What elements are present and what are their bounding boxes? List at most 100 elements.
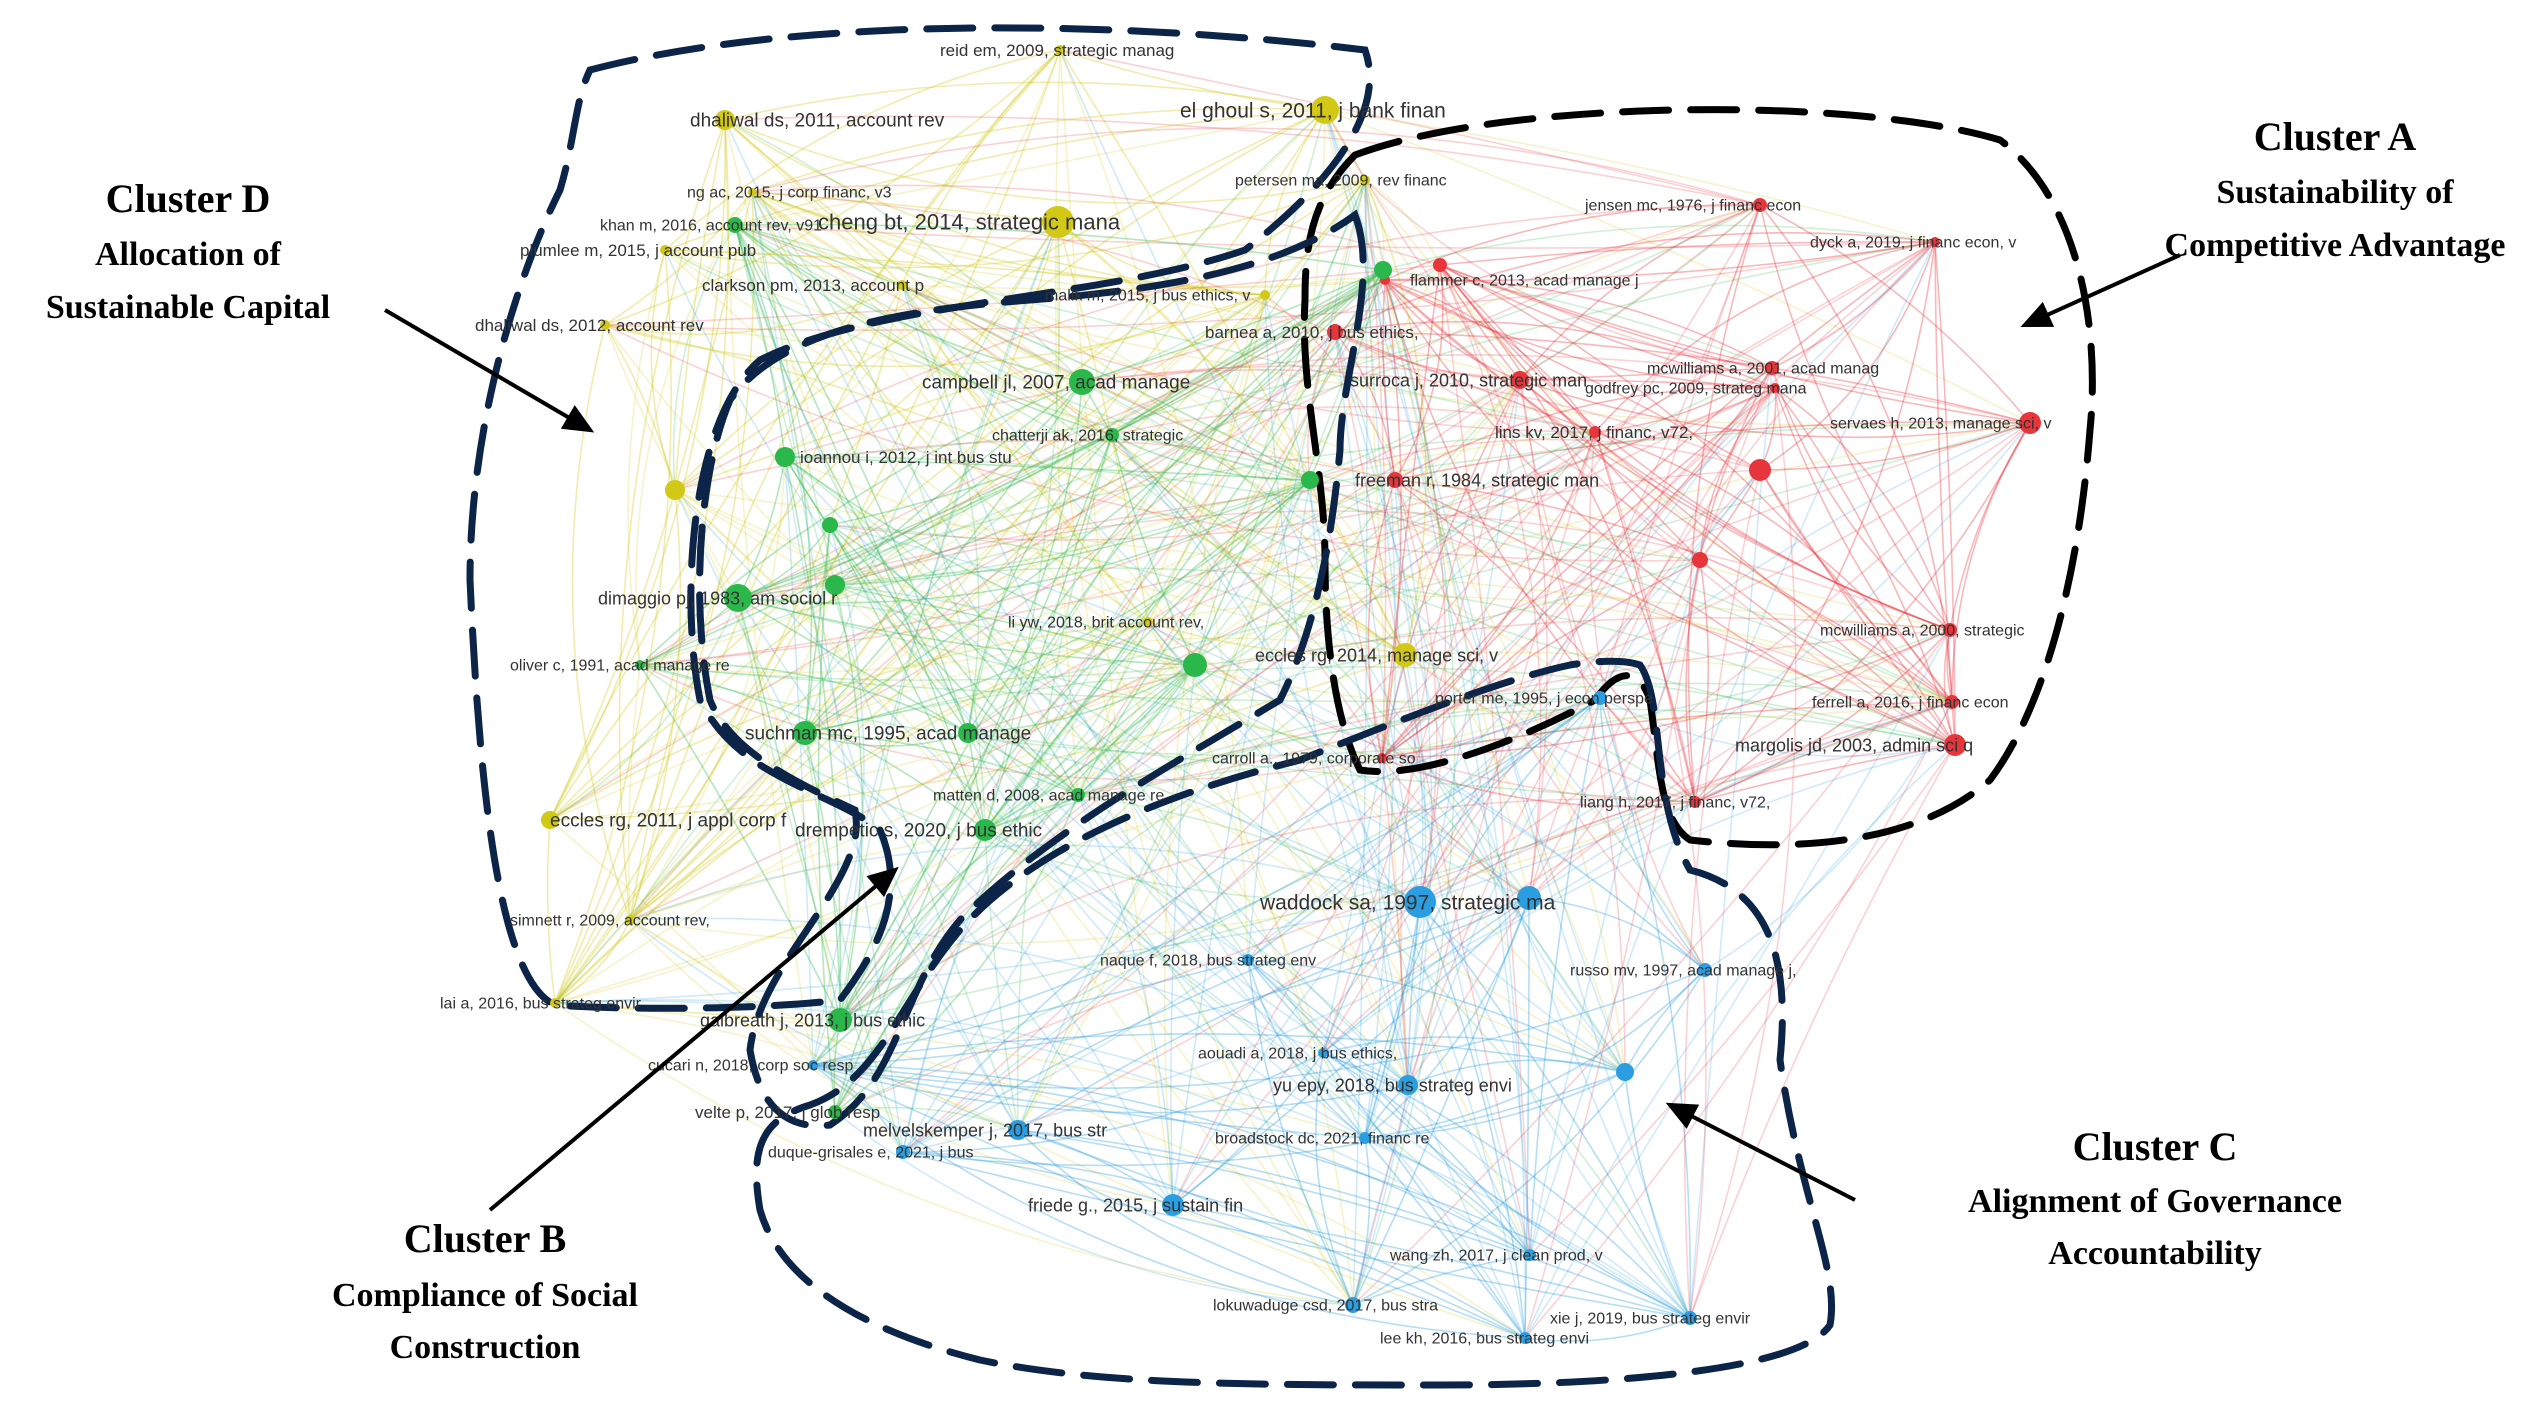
node-57-cluster-b[interactable] <box>1374 261 1392 279</box>
node-5-cluster-d[interactable] <box>660 245 670 255</box>
node-3-cluster-d[interactable] <box>748 188 756 196</box>
node-17-cluster-a[interactable] <box>2019 412 2041 434</box>
node-46-cluster-c[interactable] <box>1398 1075 1418 1095</box>
cluster-d-subtitle-line2: Sustainable Capital <box>46 289 330 326</box>
edge-278 <box>1419 422 2031 903</box>
node-13-cluster-a[interactable] <box>1753 198 1767 212</box>
node-29-cluster-c[interactable] <box>1593 691 1607 705</box>
node-8-cluster-d[interactable] <box>897 280 907 290</box>
node-32-cluster-b[interactable] <box>793 721 817 745</box>
edge-44 <box>1324 109 1526 1339</box>
edge-88 <box>734 224 1311 481</box>
node-48-cluster-c[interactable] <box>1008 1120 1028 1140</box>
edge-569 <box>812 1033 1626 1073</box>
node-23-cluster-a[interactable] <box>1387 472 1403 488</box>
edge-283 <box>1439 264 2031 424</box>
node-31-cluster-a[interactable] <box>1944 734 1966 756</box>
node-53-cluster-c[interactable] <box>1345 1297 1361 1313</box>
node-27-cluster-b[interactable] <box>635 660 645 670</box>
node-44-cluster-c[interactable] <box>808 1060 818 1070</box>
edge-612 <box>1170 664 1196 1206</box>
node-55-cluster-c[interactable] <box>1519 1332 1531 1344</box>
edge-352 <box>1394 479 1956 746</box>
edge-22 <box>618 119 726 921</box>
edge-302 <box>1381 431 1596 759</box>
edge-515 <box>829 524 986 831</box>
node-33-cluster-a[interactable] <box>1377 753 1387 763</box>
node-label-36: eccles rg, 2011, j appl corp f <box>550 811 787 832</box>
node-63-cluster-b[interactable] <box>825 575 845 595</box>
node-50-cluster-c[interactable] <box>1359 1132 1371 1144</box>
node-41-cluster-c[interactable] <box>1698 963 1712 977</box>
node-59-cluster-b[interactable] <box>1183 653 1207 677</box>
edge-41 <box>629 109 1326 921</box>
node-47-cluster-b[interactable] <box>828 1105 842 1119</box>
node-65-cluster-c[interactable] <box>1517 886 1541 910</box>
edge-325 <box>629 434 1113 921</box>
node-25-cluster-d[interactable] <box>1143 617 1153 627</box>
edge-353 <box>1367 479 1396 759</box>
node-37-cluster-b[interactable] <box>974 819 996 841</box>
edge-81 <box>734 224 1383 759</box>
node-0-cluster-d[interactable] <box>1055 45 1065 55</box>
node-35-cluster-a[interactable] <box>1689 796 1701 808</box>
edge-130 <box>1364 179 1531 1256</box>
node-12-cluster-a[interactable] <box>1327 324 1343 340</box>
edge-257 <box>1774 387 1956 746</box>
edge-509 <box>984 829 1526 1339</box>
node-16-cluster-a[interactable] <box>1770 383 1780 393</box>
node-43-cluster-b[interactable] <box>828 1008 852 1032</box>
node-49-cluster-c[interactable] <box>896 1145 910 1159</box>
cluster-a-arrow <box>2024 253 2181 327</box>
node-4-cluster-b[interactable] <box>727 217 743 233</box>
node-9-cluster-d[interactable] <box>1260 290 1270 300</box>
node-45-cluster-c[interactable] <box>1318 1048 1328 1058</box>
node-1-cluster-d[interactable] <box>715 110 735 130</box>
edge-58 <box>635 191 753 666</box>
edge-637 <box>967 664 1196 734</box>
node-38-cluster-c[interactable] <box>1404 886 1436 918</box>
edge-17 <box>724 119 1266 296</box>
node-19-cluster-a[interactable] <box>1589 426 1601 438</box>
node-62-cluster-a[interactable] <box>1692 552 1708 568</box>
edge-593 <box>1017 1129 1691 1319</box>
cluster-b-title: Cluster B <box>404 1216 567 1261</box>
node-42-cluster-d[interactable] <box>550 998 560 1008</box>
node-52-cluster-c[interactable] <box>1524 1249 1536 1261</box>
edge-136 <box>1364 179 1441 266</box>
node-34-cluster-b[interactable] <box>1071 788 1085 802</box>
node-66-cluster-a[interactable] <box>1433 258 1447 272</box>
node-7-cluster-d[interactable] <box>1360 175 1370 185</box>
node-15-cluster-a[interactable] <box>1765 361 1779 375</box>
node-20-cluster-b[interactable] <box>1069 369 1095 395</box>
edge-386 <box>1147 621 1409 1086</box>
node-58-cluster-b[interactable] <box>1301 471 1319 489</box>
node-67-cluster-b[interactable] <box>822 517 838 533</box>
node-60-cluster-a[interactable] <box>1749 459 1771 481</box>
node-30-cluster-a[interactable] <box>1945 695 1959 709</box>
node-18-cluster-a[interactable] <box>1511 371 1529 389</box>
node-51-cluster-c[interactable] <box>1162 1194 1184 1216</box>
edge-216 <box>1759 204 1953 703</box>
node-14-cluster-a[interactable] <box>1930 237 1940 247</box>
node-24-cluster-b[interactable] <box>724 584 752 612</box>
node-54-cluster-c[interactable] <box>1683 1311 1697 1325</box>
node-64-cluster-b[interactable] <box>958 723 978 743</box>
node-6-cluster-d[interactable] <box>1042 206 1074 238</box>
edge-65 <box>751 191 1366 1139</box>
edge-296 <box>1364 379 1521 1139</box>
node-56-cluster-d[interactable] <box>665 480 685 500</box>
edge-486 <box>1077 794 1691 1319</box>
node-22-cluster-b[interactable] <box>775 447 795 467</box>
node-39-cluster-d[interactable] <box>625 915 635 925</box>
node-28-cluster-d[interactable] <box>1393 643 1417 667</box>
node-40-cluster-c[interactable] <box>1242 954 1254 966</box>
node-21-cluster-b[interactable] <box>1105 428 1119 442</box>
node-61-cluster-c[interactable] <box>1616 1063 1634 1081</box>
node-10-cluster-d[interactable] <box>600 320 610 330</box>
edge-512 <box>984 479 1311 831</box>
node-2-cluster-d[interactable] <box>1311 96 1339 124</box>
edge-559 <box>834 584 864 1021</box>
node-36-cluster-d[interactable] <box>541 811 559 829</box>
node-26-cluster-a[interactable] <box>1943 623 1957 637</box>
